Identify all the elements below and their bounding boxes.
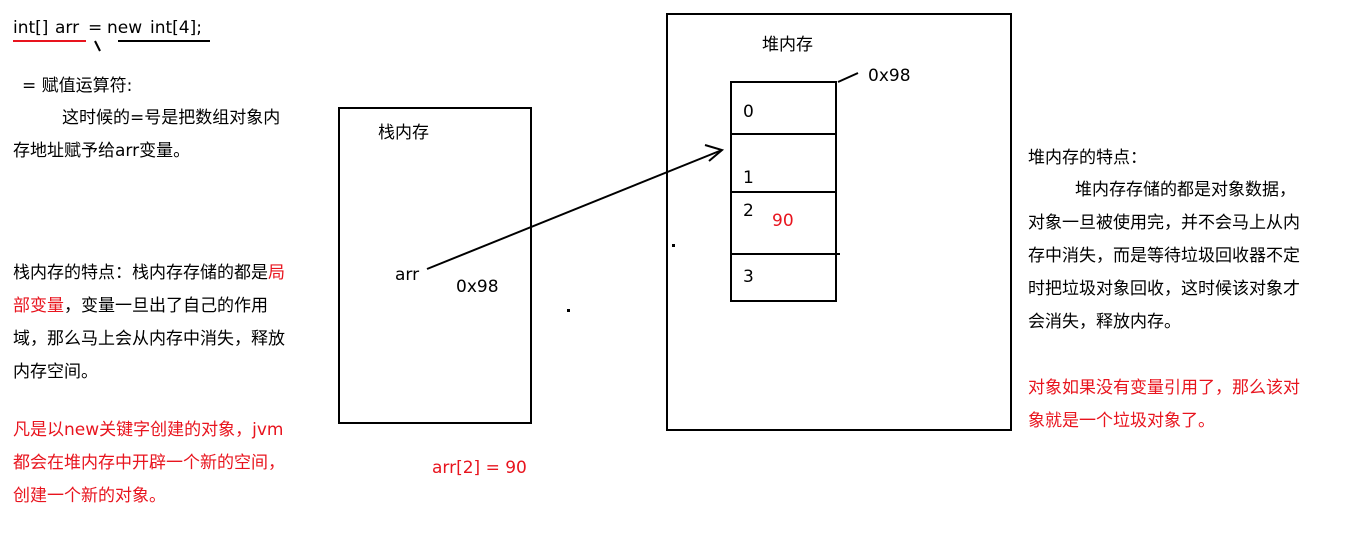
address-pointer-line <box>837 72 859 83</box>
assign-line2: 存地址赋予给arr变量。 <box>13 141 191 161</box>
assign-title: = 赋值运算符: <box>22 76 133 96</box>
heap-address: 0x98 <box>868 66 911 86</box>
heap-note-line4: 时把垃圾对象回收，这时候该对象才 <box>1028 279 1300 299</box>
array-cell-value: 90 <box>772 211 794 231</box>
heap-note-title: 堆内存的特点： <box>1028 148 1147 168</box>
array-index-2: 2 <box>743 201 754 221</box>
code-new: new <box>107 18 143 38</box>
stack-note-line3: 域，那么马上会从内存中消失，释放 <box>13 329 285 349</box>
array-divider-3 <box>730 253 840 255</box>
array-divider-1 <box>730 133 837 135</box>
reference-arrow-head <box>704 144 725 162</box>
heap-note-line1: 堆内存存储的都是对象数据， <box>1075 180 1296 200</box>
array-index-0: 0 <box>743 102 754 122</box>
stack-note-line2-black: ，变量一旦出了自己的作用 <box>64 296 268 316</box>
stack-note-line1: 栈内存的特点：栈内存存储的都是局 <box>13 257 285 289</box>
new-note-line2: 都会在堆内存中开辟一个新的空间， <box>13 453 285 473</box>
stack-note-line1-black: 栈内存的特点：栈内存存储的都是 <box>13 263 268 283</box>
code-int-array: int[] <box>13 18 49 38</box>
assign-line1: 这时候的=号是把数组对象内 <box>62 108 281 128</box>
code-arr: arr <box>55 18 80 38</box>
assignment-expression: arr[2] = 90 <box>432 458 527 478</box>
heap-title: 堆内存 <box>762 35 813 55</box>
garbage-note-line1: 对象如果没有变量引用了，那么该对 <box>1028 378 1300 398</box>
reference-arrow-line <box>426 149 723 270</box>
array-index-1: 1 <box>743 168 754 188</box>
heap-memory-box <box>666 13 1012 431</box>
stack-note-line2: 部变量，变量一旦出了自己的作用 <box>13 290 268 322</box>
array-index-3: 3 <box>743 267 754 287</box>
stray-dot-2 <box>672 244 675 247</box>
garbage-note-line2: 象就是一个垃圾对象了。 <box>1028 411 1215 431</box>
heap-note-line2: 对象一旦被使用完，并不会马上从内 <box>1028 213 1300 233</box>
stack-note-line2-red: 部变量 <box>13 296 64 316</box>
heap-note-line5: 会消失，释放内存。 <box>1028 312 1181 332</box>
equals-tick-mark <box>94 40 101 52</box>
heap-note-line3: 存中消失，而是等待垃圾回收器不定 <box>1028 246 1300 266</box>
array-divider-2 <box>730 191 837 193</box>
stack-note-line1-red: 局 <box>268 263 285 283</box>
code-equals: = <box>88 18 103 38</box>
new-note-line1: 凡是以new关键字创建的对象，jvm <box>13 420 284 440</box>
code-int4: int[4]; <box>150 18 202 38</box>
stack-title: 栈内存 <box>378 123 429 143</box>
stack-var-address: 0x98 <box>456 277 499 297</box>
stack-note-line4: 内存空间。 <box>13 362 98 382</box>
stack-var-arr: arr <box>395 265 420 285</box>
new-note-line3: 创建一个新的对象。 <box>13 486 166 506</box>
stack-memory-box <box>338 107 532 424</box>
stray-dot-1 <box>567 309 570 312</box>
